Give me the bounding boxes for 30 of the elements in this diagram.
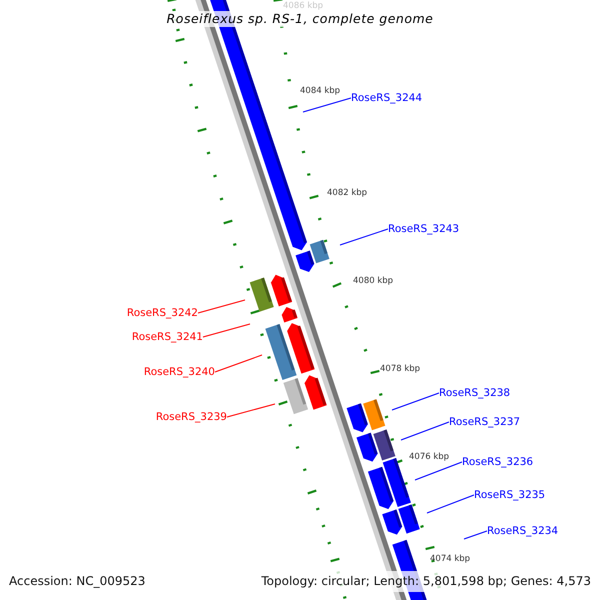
gene-label: RoseRS_3242 [126, 306, 198, 320]
gene-label: RoseRS_3236 [462, 456, 534, 468]
leader-line [214, 354, 262, 372]
leader-line [392, 392, 440, 410]
tick-label: 4084 kbp [300, 86, 340, 96]
leader-line [340, 228, 388, 246]
leader-line [414, 462, 462, 480]
leader-line [226, 404, 276, 418]
gene-label: RoseRS_3238 [439, 386, 510, 400]
footer-text: Accession: NC_009523 [9, 574, 146, 589]
gene-label: RoseRS_3237 [449, 416, 520, 428]
tick-label: 4082 kbp [327, 188, 368, 198]
leader-line [302, 98, 352, 112]
gene-label: RoseRS_3239 [156, 410, 227, 424]
leader-line [464, 530, 488, 540]
gene-label: RoseRS_3243 [388, 222, 460, 236]
leader-line [202, 324, 250, 338]
tick-label: 4074 kbp [430, 554, 470, 564]
leader-line [198, 300, 246, 314]
leader-line [400, 422, 450, 440]
tick-label: 4080 kbp [353, 276, 394, 286]
gene-label: RoseRS_3244 [351, 92, 422, 104]
gene-label: RoseRS_3234 [487, 524, 558, 538]
gene-label: RoseRS_3240 [144, 366, 215, 378]
tick-label: 4076 kbp [409, 452, 450, 462]
tick-label: 4078 kbp [380, 364, 420, 374]
leader-line [426, 494, 474, 514]
gene-label: RoseRS_3241 [132, 330, 203, 344]
gene-label: RoseRS_3235 [474, 488, 546, 502]
footer-text: Topology: circular; Length: 5,801,598 bp; Genes: 4,573 [261, 574, 591, 589]
